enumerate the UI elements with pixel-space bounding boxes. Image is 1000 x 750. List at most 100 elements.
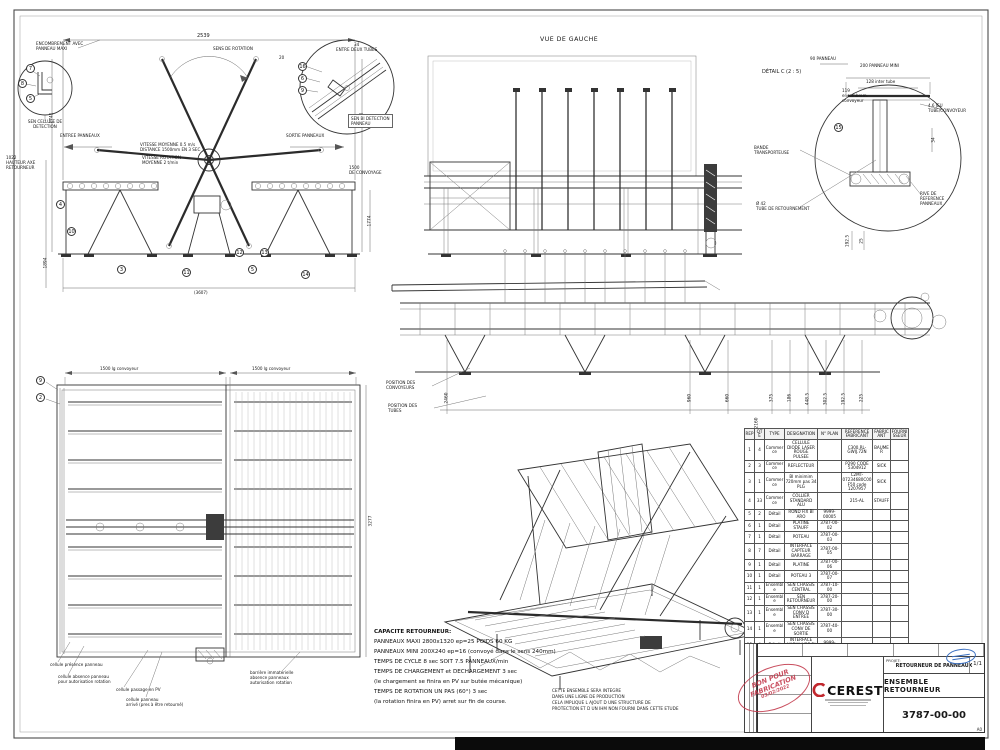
logo-address-line: [824, 699, 871, 701]
balloon-callout: 6: [298, 74, 307, 83]
dim-25-detail: 25: [859, 238, 865, 244]
dim-200-panneau-mini: 200 PANNEAU MINI: [860, 63, 899, 68]
left-view: [424, 55, 742, 257]
label-hauteur-axe: 1022 HAUTEUR AXE RETOURNEUR: [6, 155, 36, 171]
dim-192-5-detail: 192.5: [845, 234, 851, 248]
dim-375: 375: [769, 393, 775, 403]
column-header: FABRICANT: [872, 427, 891, 441]
logo-swoosh-icon: [812, 683, 826, 698]
dim-jeu-tube-convoyeur: 4,6 JEU TUBE/CONVOYEUR: [928, 103, 967, 114]
label-rive-reference: RIVE DE REFERENCE PANNEAUX: [920, 191, 945, 207]
company-logo-area: CEREST: [812, 657, 884, 732]
sheet-format: A0: [976, 727, 982, 732]
balloon-callout: 3: [117, 265, 126, 274]
dim-90-panneau: 90 PANNEAU: [810, 56, 837, 61]
label-cellule-presence: cellule présence panneau: [50, 662, 103, 667]
dim-1741-left: 1741: [49, 112, 55, 124]
plan-view: [45, 371, 367, 698]
balloon-callout: 9: [298, 86, 307, 95]
capacity-notes: CAPACITE RETOURNEUR: PANNEAUX MAXI 2800x…: [374, 629, 556, 705]
column-header: N° PLAN: [817, 427, 842, 441]
company-name: CEREST: [827, 682, 883, 698]
logo-address-line: [827, 702, 868, 704]
balloon-callout: 7: [26, 64, 35, 73]
balloon-callout: 8: [18, 79, 27, 88]
dim-302-5: 302.5: [823, 392, 829, 406]
label-sen-cellule: SEN CELLULE DE DETECTION: [27, 119, 63, 130]
isometric-view: [443, 443, 760, 690]
title-block-top-strip: [758, 644, 985, 657]
capacity-title: CAPACITE RETOURNEUR:: [374, 629, 452, 635]
balloon-callout: 11: [182, 268, 191, 277]
scan-artifact-bar: [455, 737, 985, 750]
balloon-callout: 9: [36, 376, 45, 385]
cell-detection-detail: [17, 60, 73, 121]
logo-address-line: [829, 705, 866, 707]
dim-960: 960: [687, 393, 693, 403]
drawing-number: 3787-00-00: [902, 710, 966, 721]
column-header: QTÉ: [754, 427, 765, 441]
dim-225: 225: [859, 393, 865, 403]
label-tube-retournement: Ø 42 TUBE DE RETOURNEMENT: [756, 201, 810, 212]
dim-1500-convoyeur-left: 1500 lg convoyeur: [100, 366, 139, 371]
label-position-tubes: POSITION DES TUBES: [388, 403, 418, 414]
label-cellule-arrive: cellule panneau arrivé (pres à être reto…: [126, 697, 184, 708]
front-view: [45, 38, 371, 292]
balloon-callout: 14: [301, 270, 310, 279]
balloon-callout: 12: [235, 248, 244, 257]
balloon-callout: 4: [56, 200, 65, 209]
column-header: FOURNISSEUR: [890, 427, 909, 441]
label-bande-transporteuse: BANDE TRANSPORTEUSE: [754, 145, 790, 156]
column-header: TYPE: [764, 427, 785, 441]
dim-2160: 2160: [754, 417, 760, 429]
label-sen-bi-detection: SEN BI DETECTION PANNEAU: [348, 114, 393, 129]
dim-1774: 1774: [367, 215, 373, 227]
dim-1500-convoyage: 1500 DE CONVOYAGE: [349, 165, 382, 176]
view-title-vue-de-gauche: VUE DE GAUCHE: [540, 36, 599, 43]
property-strip: [744, 643, 757, 733]
side-view: [391, 249, 947, 414]
label-entre-deux-tubes: 34 ENTRE DEUX TUBES: [336, 42, 378, 53]
label-position-convoyeurs: POSITION DES CONVOYEURS: [386, 380, 416, 391]
integration-note: CETTE ENSEMBLE SERA INTEGRE DANS UNE LIG…: [552, 688, 679, 711]
project-label: PROJET:: [886, 658, 901, 663]
dim-2460: 2460: [444, 392, 450, 404]
dim-128-inter-tube: 128 inter tube: [866, 79, 896, 84]
dim-1500-convoyeur-right: 1500 lg convoyeur: [252, 366, 291, 371]
title-block-revision-cells: [758, 657, 812, 732]
label-sens-rotation: SENS DE ROTATION: [213, 46, 253, 51]
project-name: RETOURNEUR DE PANNEAUX: [895, 664, 973, 669]
label-cellule-passage: cellule passage en PV: [116, 687, 161, 692]
dim-3277: 3277: [368, 515, 374, 527]
balloon-callout: 10: [67, 227, 76, 236]
column-header: REP: [744, 427, 755, 441]
dim-2539: 2539: [197, 33, 210, 39]
label-cellule-absence: cellule absence panneau pour autorisatio…: [58, 674, 111, 685]
label-vitesse-rotation: VITESSE ROTATION MOYENNE 2 t/min: [142, 155, 181, 166]
balloon-callout: 13: [260, 248, 269, 257]
dim-1894: 1894: [43, 257, 49, 269]
label-vitesse-convoyage: VITESSE MOYENNE 0.5 m/s DISTANCE 1500mm …: [140, 142, 201, 153]
dim-20: 20: [279, 55, 285, 60]
detail-c-title: DÉTAIL C (2 : 5): [762, 69, 802, 75]
sheet-number: 1/1: [969, 657, 984, 673]
drawing-title: ENSEMBLE RETOURNEUR: [884, 677, 941, 694]
balloon-callout: 5: [26, 94, 35, 103]
title-block: CEREST PROJET: RETOURNEUR DE PANNEAUX 1/…: [757, 643, 985, 733]
dim-186: 186: [787, 393, 793, 403]
